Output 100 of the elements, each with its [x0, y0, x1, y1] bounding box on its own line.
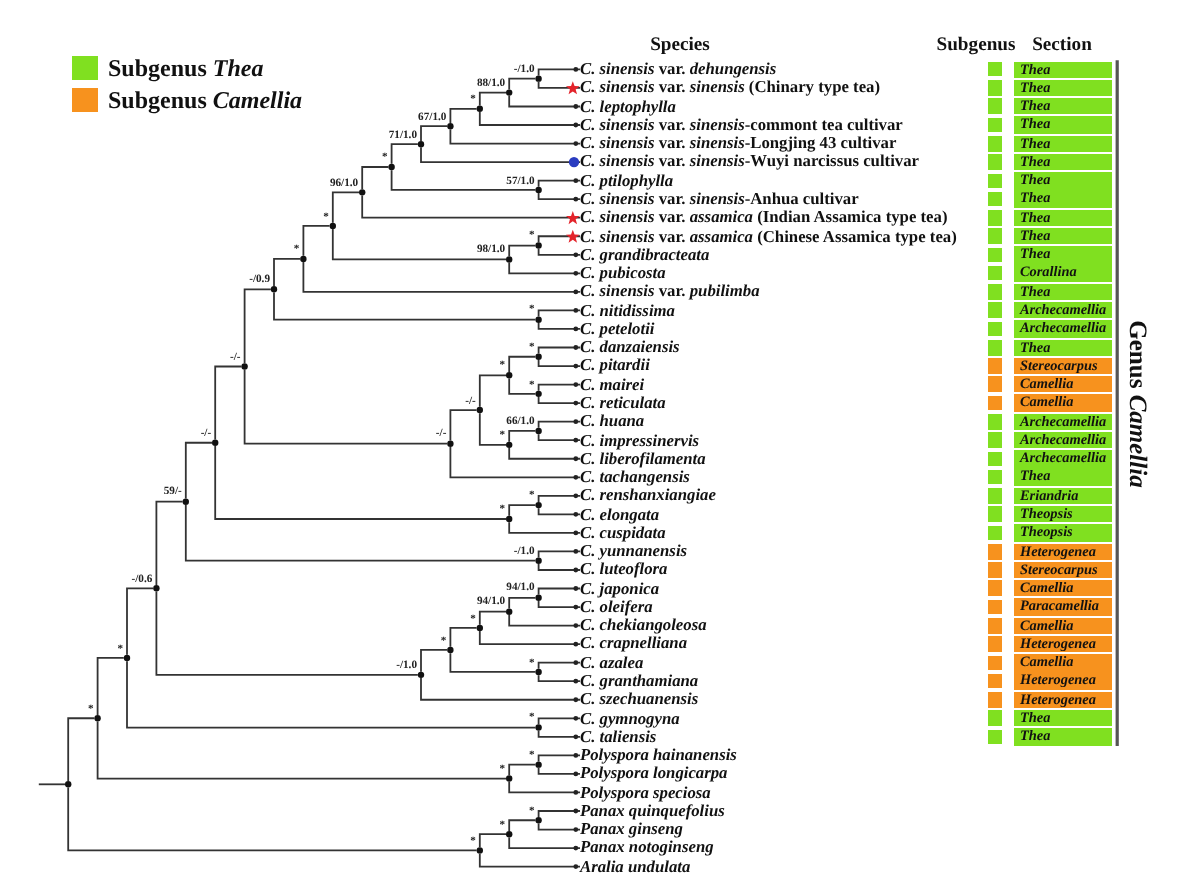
branch-line — [478, 833, 507, 849]
branch-line — [537, 247, 581, 256]
branch-line — [449, 409, 478, 442]
branch-line — [537, 494, 581, 503]
node-dot — [182, 498, 189, 505]
node-dot — [506, 256, 513, 263]
node-dot — [535, 724, 542, 731]
species-name: C. chekiangoleosa — [580, 616, 707, 635]
branch-line — [537, 822, 581, 831]
branch-line — [537, 563, 581, 571]
branch-line — [508, 819, 537, 832]
node-dot — [417, 671, 425, 679]
species-name: C. gymnogyna — [580, 709, 680, 728]
node-dot — [535, 353, 542, 360]
species-name: Panax notoginseng — [580, 838, 714, 857]
species-name: C. luteoflora — [580, 560, 668, 579]
species-name: C. yunnanensis — [580, 542, 688, 561]
node-dot — [123, 654, 131, 662]
node-dot — [241, 363, 248, 370]
species-name: C. sinensis var. sinensis-Longjing 43 cultivar — [580, 134, 897, 153]
branch-line — [537, 810, 581, 818]
branch-line — [449, 128, 581, 145]
node-dot — [506, 608, 513, 615]
node-dot — [506, 830, 513, 838]
legend-label: Subgenus Thea — [108, 54, 264, 82]
branch-line — [96, 720, 507, 780]
species-name: C. sinensis var. assamica (Indian Assamica type tea) — [580, 208, 948, 227]
branch-line — [537, 587, 581, 596]
branch-line — [508, 614, 581, 627]
branch-line — [37, 783, 66, 786]
species-name: C. sinensis var. pubilimba — [580, 282, 760, 301]
branch-line — [508, 596, 537, 610]
branch-line — [537, 68, 581, 77]
node-dot — [359, 189, 366, 196]
node-dot — [535, 316, 542, 323]
species-name: C. huana — [580, 412, 645, 431]
branch-line — [449, 107, 478, 124]
species-name: C. renshanxiangiae — [580, 486, 716, 505]
branch-line — [302, 261, 581, 293]
node-dot — [447, 123, 454, 130]
legend-label: Subgenus Camellia — [108, 86, 303, 114]
species-name: C. sinensis var. sinensis (Chinary type tea) — [580, 78, 881, 97]
species-name: C. ptilophylla — [580, 171, 674, 190]
branch-line — [537, 433, 581, 442]
node-dot — [506, 515, 513, 523]
branch-line — [537, 600, 581, 608]
branch-line — [508, 836, 581, 849]
species-name: C. sinensis var. sinensis-commont tea cultivar — [580, 115, 903, 134]
species-name: Aralia undulata — [580, 857, 691, 876]
branch-line — [537, 322, 581, 330]
branch-line — [331, 228, 507, 261]
branch-line — [331, 191, 360, 224]
branch-line — [537, 420, 581, 429]
node-dot — [476, 105, 483, 112]
branch-line — [420, 125, 449, 142]
species-name: C. pitardii — [580, 356, 650, 375]
branch-line — [537, 550, 581, 559]
branch-line — [508, 94, 581, 108]
branch-line — [96, 657, 125, 716]
branch-line — [184, 504, 537, 562]
branch-line — [273, 258, 302, 287]
species-name: Polyspora hainanensis — [580, 746, 737, 765]
node-dot — [476, 406, 483, 414]
branch-line — [478, 630, 581, 646]
branch-line — [508, 430, 537, 443]
branch-line — [361, 194, 581, 219]
branch-line — [126, 660, 537, 729]
node-dot — [506, 441, 513, 449]
species-name: C. mairei — [580, 375, 645, 394]
branch-line — [537, 507, 581, 516]
species-name: C. sinensis var. dehungensis — [580, 60, 777, 79]
branch-line — [537, 359, 581, 367]
node-dot — [447, 646, 454, 654]
branch-line — [478, 91, 507, 107]
node-dot — [506, 372, 513, 379]
node-dot — [329, 222, 336, 230]
node-dot — [535, 75, 542, 82]
species-name: Panax ginseng — [580, 820, 683, 839]
branch-line — [420, 649, 449, 673]
branch-line — [302, 225, 331, 257]
node-dot — [212, 439, 219, 446]
branch-line — [67, 786, 478, 852]
species-name: C. crapnelliana — [580, 634, 688, 653]
species-name: C. azalea — [580, 653, 644, 672]
node-dot — [535, 594, 542, 601]
branch-line — [508, 244, 537, 258]
branch-line — [449, 446, 581, 479]
node-dot — [535, 668, 542, 676]
node-dot — [417, 140, 425, 148]
species-name: Panax quinquefolius — [580, 801, 725, 820]
branch-line — [537, 80, 581, 89]
branch-line — [537, 383, 581, 392]
branch-line — [155, 590, 419, 676]
branch-line — [508, 355, 537, 373]
node-dot — [535, 186, 542, 194]
branch-line — [508, 261, 581, 275]
branch-line — [273, 291, 537, 321]
branch-line — [537, 729, 581, 738]
node-dot — [476, 624, 483, 632]
branch-line — [508, 377, 537, 395]
